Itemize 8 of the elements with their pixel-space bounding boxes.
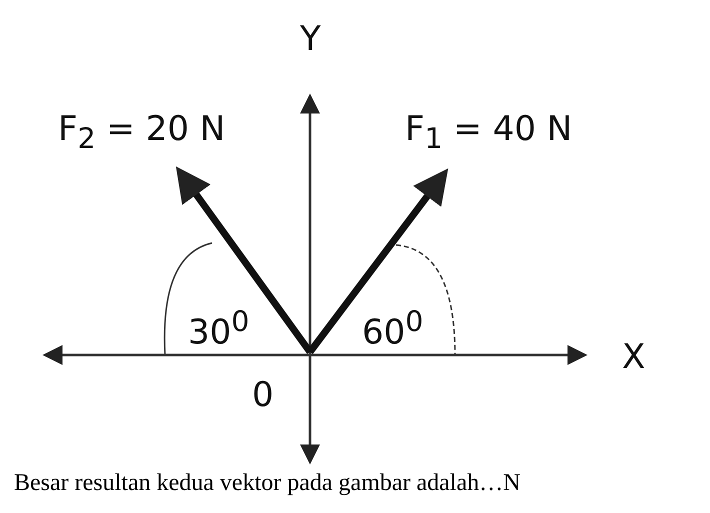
caption: Besar resultan kedua vektor pada gambar adalah…N (14, 470, 520, 497)
angle-label: 30$^{0}$ (188, 308, 250, 350)
axis-label: X (622, 340, 646, 374)
angle-label: 60$^{0}$ (362, 308, 424, 350)
axis-label: Y (300, 22, 321, 56)
origin-label: 0 (252, 378, 274, 412)
force-label: F$_{1}$ = 40 N (405, 112, 572, 154)
force-label: F$_{2}$ = 20 N (58, 112, 226, 154)
